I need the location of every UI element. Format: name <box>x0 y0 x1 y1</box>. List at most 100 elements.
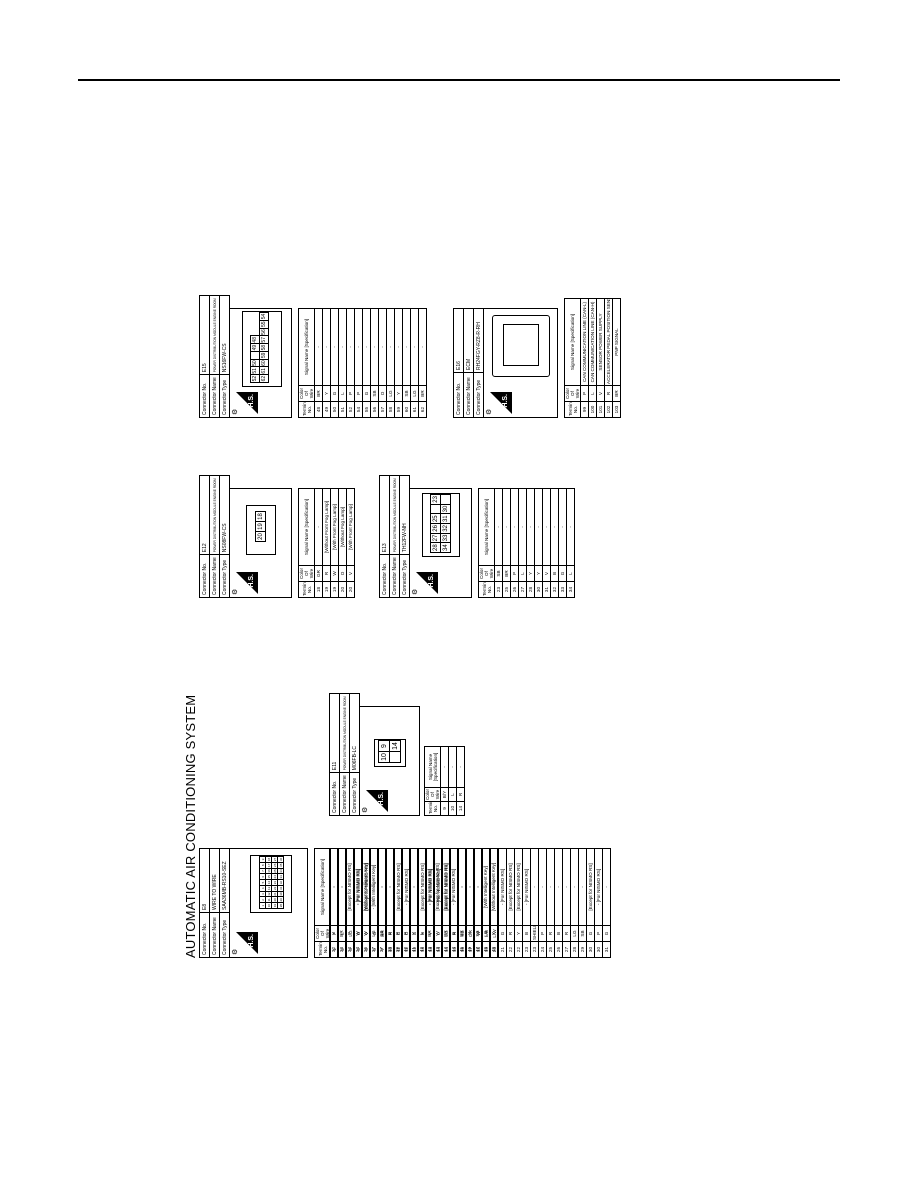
pin: 54 <box>259 312 269 321</box>
pin: 60 <box>259 359 269 367</box>
wrench-icon: ⚙ <box>232 408 239 415</box>
wire-color-cell: W <box>433 925 442 942</box>
wire-color-cell: B <box>385 925 394 942</box>
signal-cell: - <box>494 488 503 566</box>
wrench-icon: ⚙ <box>232 588 239 595</box>
wire-color-cell: Y <box>465 925 474 942</box>
rotated-sheet: AUTOMATIC AIR CONDITIONING SYSTEM Connec… <box>183 138 623 958</box>
signal-cell: - <box>440 746 449 788</box>
signal-cell: - <box>465 848 474 926</box>
wire-color-cell: L <box>417 925 426 942</box>
wire-color-cell: W <box>361 925 370 942</box>
signal-cell: - <box>502 488 511 566</box>
pin: 25 <box>430 513 441 524</box>
wire-color-cell: SB <box>402 385 411 402</box>
terminal-cell: 21 <box>498 941 507 958</box>
hs-icon: H.S. <box>366 790 388 812</box>
pin: 30 <box>440 504 451 514</box>
wire-color-cell: BR <box>314 385 323 402</box>
wire-color-cell: P <box>594 925 603 942</box>
signal-cell: - [For NISMO RS] <box>522 848 531 926</box>
wire-color-cell: G <box>362 385 371 402</box>
terminal-cell: 61 <box>410 401 419 418</box>
signal-cell: [Without Intelligent Key] <box>361 848 370 926</box>
pin: 18 <box>255 511 266 522</box>
signal-cell: - <box>538 848 547 926</box>
wire-color-cell: V <box>596 385 605 402</box>
signal-cell: - <box>330 308 339 386</box>
signal-cell: - <box>385 848 394 926</box>
terminal-cell: 38 <box>385 941 394 958</box>
signal-cell: - <box>578 848 587 926</box>
pin: 31 <box>277 885 284 892</box>
wrench-icon: ⚙ <box>486 408 493 415</box>
hs-icon: H.S. <box>236 392 258 414</box>
signal-cell: - <box>417 848 426 926</box>
terminal-cell: 36 <box>361 941 370 958</box>
terminal-cell: 41 <box>409 941 418 958</box>
signal-cell: - <box>402 308 411 386</box>
wire-color-cell: Y <box>514 925 523 942</box>
signal-cell: [Without Front Fog Lamp] <box>322 488 331 566</box>
e13-table: Terminal No. Color Of Wire Signal Name [… <box>478 488 575 598</box>
pin: 28 <box>277 902 284 909</box>
signal-cell: - <box>534 488 543 566</box>
terminal-cell: 58 <box>386 401 395 418</box>
pin: 33 <box>440 533 451 543</box>
signal-cell: [Except for NISMO RS] <box>506 848 515 926</box>
wire-color-cell: LG <box>369 925 378 942</box>
terminal-cell: 23 <box>530 941 539 958</box>
terminal-cell: 23 <box>494 581 503 598</box>
signal-cell: - <box>378 308 387 386</box>
wire-color-cell: P <box>393 925 402 942</box>
terminal-cell: 31 <box>542 581 551 598</box>
wire-color-cell: BR <box>418 385 427 402</box>
wire-color-cell: R <box>546 925 555 942</box>
terminal-cell: 52 <box>346 401 355 418</box>
signal-cell: - [For NISMO RS] <box>498 848 507 926</box>
wire-color-cell: Y <box>329 925 338 942</box>
hs-icon: H.S. <box>236 932 258 954</box>
pin: 35 <box>277 862 284 869</box>
e8-number: E8 <box>199 848 210 913</box>
wire-color-cell: LG <box>481 925 490 942</box>
terminal-cell: 24 <box>538 941 547 958</box>
terminal-cell: 26 <box>510 581 519 598</box>
pin: 57 <box>259 335 269 344</box>
pin: 20 <box>255 531 266 542</box>
wire-color-cell: Y <box>534 565 543 582</box>
signal-cell: PNP SIGNAL <box>612 298 621 386</box>
signal-cell: CAN COMMUNICATION LINE (CAN-L) <box>580 298 589 386</box>
terminal-cell: 44 <box>449 941 458 958</box>
top-rule <box>78 79 840 81</box>
terminal-cell: 18 <box>314 581 323 598</box>
wire-color-cell: G <box>498 925 507 942</box>
wire-color-cell: G <box>330 385 339 402</box>
terminal-cell: 48 <box>314 401 323 418</box>
signal-cell: - <box>562 848 571 926</box>
terminal-cell: 51 <box>338 401 347 418</box>
signal-cell: [With Intelligent Key] <box>481 848 490 926</box>
wire-color-cell: P <box>510 565 519 582</box>
pin <box>250 351 260 360</box>
e11-table: Terminal No. Color Of Wire Signal Name [… <box>424 746 465 816</box>
signal-cell: - <box>602 848 611 926</box>
